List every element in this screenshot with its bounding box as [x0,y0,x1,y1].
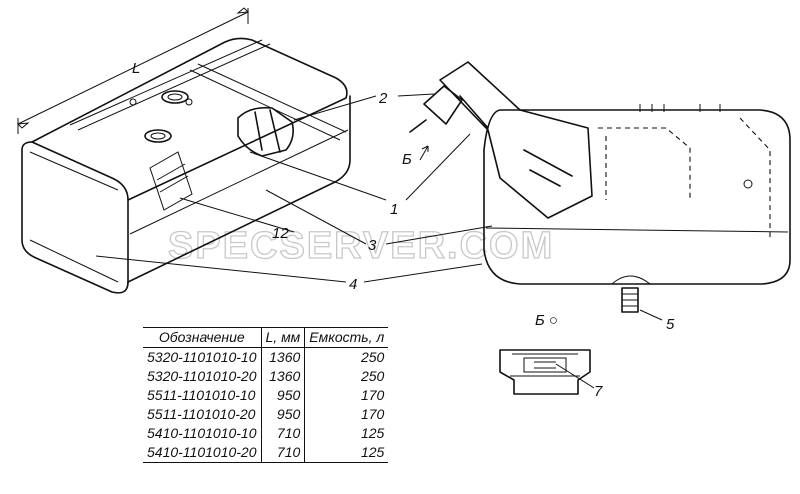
drain-dome [611,275,651,285]
leader-3b [385,225,493,245]
filler-neck-2 [144,129,172,143]
top-fitting [639,104,721,112]
detail-inner [510,353,580,377]
cell-designation: 5410-1101010-10 [147,425,257,441]
callout-3: 3 [368,237,377,254]
header-designation: Обозначение [143,327,262,348]
filler-neck-1 [161,90,189,104]
tank-rib-2 [189,63,347,141]
header-capacity: Емкость, л [304,327,389,348]
plug-right [743,179,753,189]
plug-1 [129,98,137,106]
filler-cap-2 [150,132,166,140]
leader-1 [249,151,387,201]
tank-side-seam [129,129,349,235]
cell-capacity: 125 [304,424,389,443]
leader-4b [363,263,483,283]
tank-isometric-view [16,7,351,294]
cell-length: 710 [260,424,305,443]
callout-1: 1 [390,201,398,218]
callout-5: 5 [666,316,675,333]
tank-outline [483,109,791,285]
strap-bracket [439,61,593,219]
hidden-baffle [598,117,771,240]
cell-designation: 5511-1101010-20 [147,406,256,422]
tank-rib-1 [69,39,271,131]
table-row: 5410-1101010-20 710 125 [143,443,389,463]
leader-5 [639,309,663,321]
leader-12 [179,197,295,233]
tank-end-face-inner [29,151,119,283]
cell-designation: 5511-1101010-10 [147,387,256,403]
callout-12: 12 [272,225,289,242]
callout-leaders [95,93,663,389]
leader-2 [293,95,377,121]
cell-length: 1360 [260,367,305,386]
watermark: SPECSERVER.COM [168,225,554,267]
leader-3 [265,189,367,245]
plug-2 [185,98,193,106]
callout-2: 2 [378,90,388,107]
tank-inner-line [485,227,789,233]
side-grid-plate [149,151,193,211]
table-row: 5410-1101010-10 710 125 [143,424,389,443]
cell-length: 950 [260,386,305,405]
leader-4 [95,255,347,283]
tank-top-surface [31,37,348,201]
cell-capacity: 125 [304,443,389,463]
leader-2b [397,93,435,97]
callout-4: 4 [349,276,357,293]
specification-table: Обозначение L, мм Емкость, л 5320-110101… [143,327,389,463]
drain-plug-thread [622,293,638,307]
cell-length: 1360 [260,347,305,367]
cell-capacity: 170 [304,405,389,424]
filler-cap-1 [167,93,183,101]
cell-designation: 5320-1101010-10 [147,349,257,365]
cell-designation: 5320-1101010-20 [147,368,257,384]
tank-side-view [409,61,791,313]
leader-7 [555,363,595,389]
dimension-label-L: L [132,60,140,77]
view-label-b: Б [402,151,412,168]
header-length: L, мм [260,327,305,348]
tank-end-face [21,141,129,294]
detail-view-b [499,349,591,395]
cell-capacity: 170 [304,386,389,405]
cell-designation: 5410-1101010-20 [143,443,262,463]
detail-body [499,349,591,395]
leader-1b [405,133,471,201]
dimension-line-L [17,8,249,134]
mounting-bracket [237,106,294,157]
cell-length: 950 [260,405,305,424]
callout-7: 7 [594,383,603,400]
view-arrow [419,145,429,161]
cell-length: 710 [260,443,305,463]
table-header-row: Обозначение L, мм Емкость, л [143,327,389,348]
cell-capacity: 250 [304,367,389,386]
table-row: 5320-1101010-20 1360 250 [143,367,389,386]
table-row: 5511-1101010-20 950 170 [143,405,389,424]
dimension-arrows [16,7,250,129]
bracket-clamp [409,85,463,133]
view-marker-b: Б ○ [535,312,558,329]
table-row: 5511-1101010-10 950 170 [143,386,389,405]
cell-capacity: 250 [304,347,389,367]
table-row: 5320-1101010-10 1360 250 [143,347,389,367]
